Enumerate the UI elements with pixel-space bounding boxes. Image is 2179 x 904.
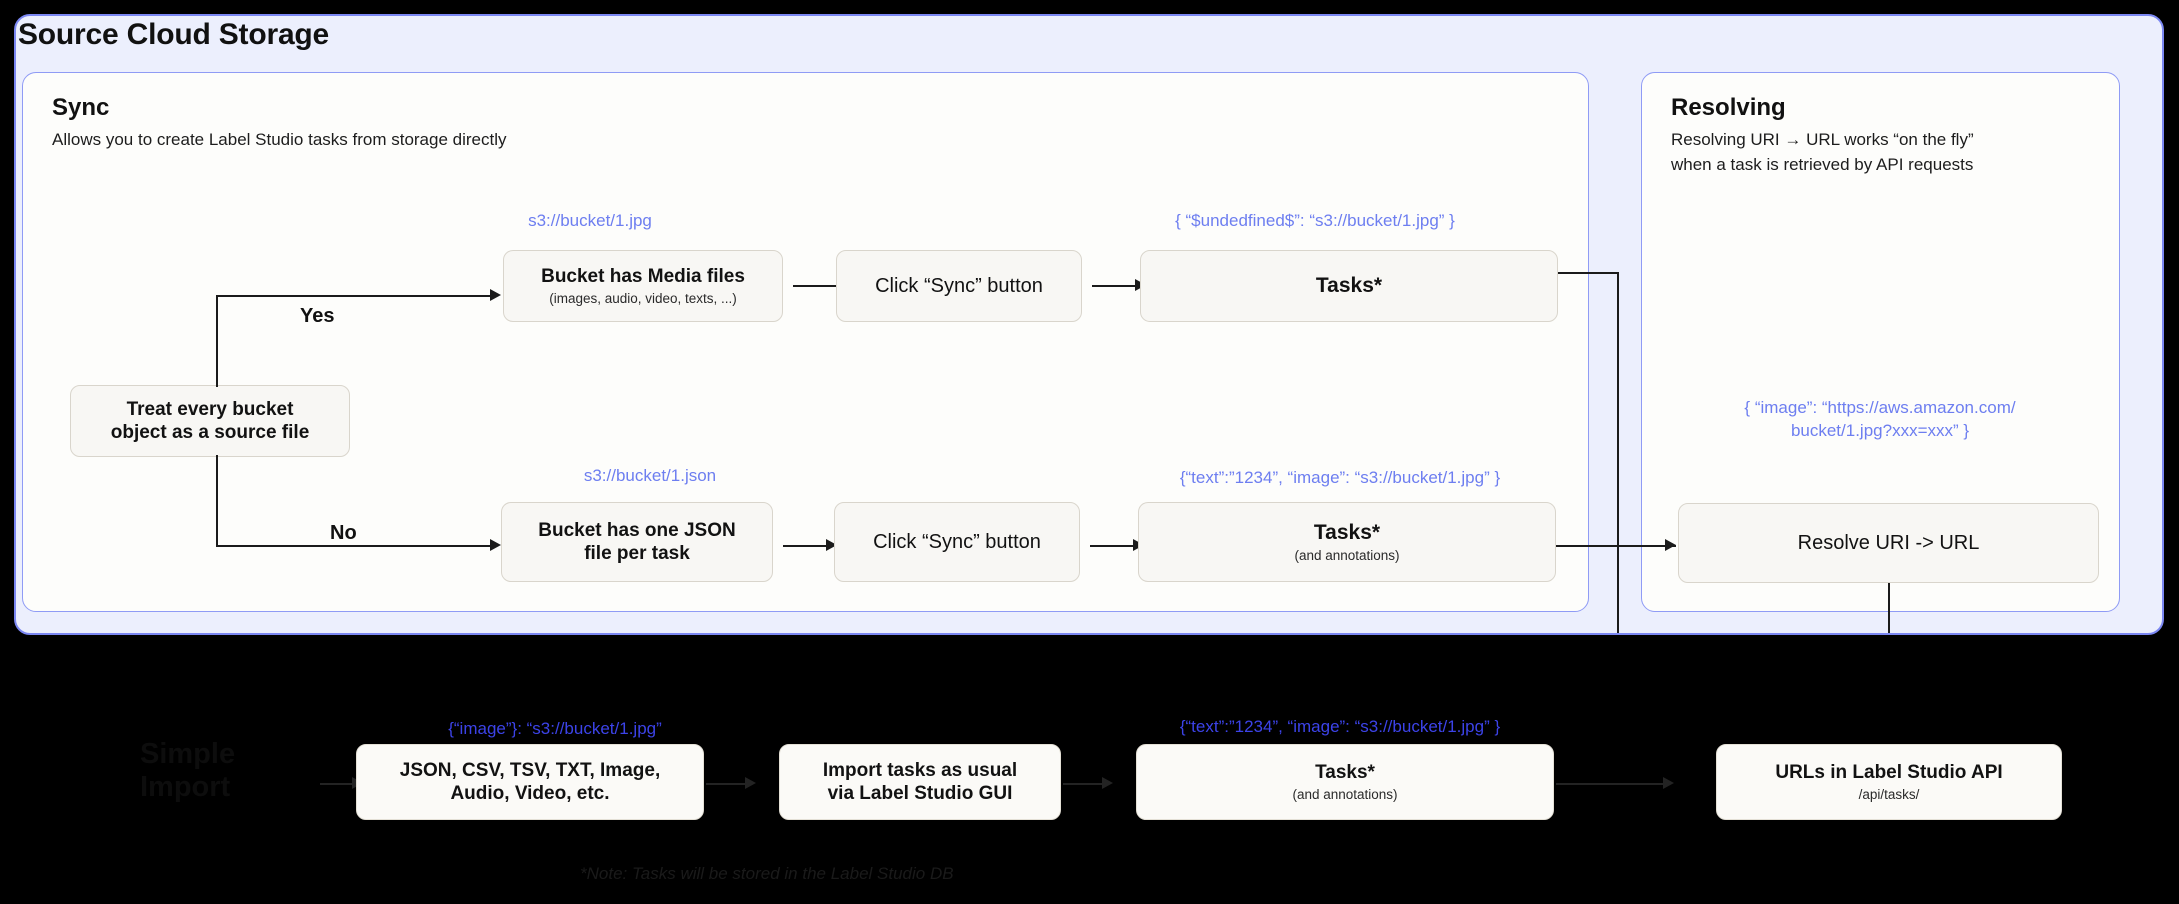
- node-bucket-has-media-files[interactable]: Bucket has Media files (images, audio, v…: [503, 250, 783, 322]
- branch-line-no: [216, 545, 492, 547]
- node-label: Click “Sync” button: [873, 530, 1041, 553]
- node-subtitle: (and annotations): [1292, 786, 1398, 802]
- annotation-image-s3-bucket: {“image”}: “s3://bucket/1.jpg”: [448, 719, 662, 738]
- resolving-subtitle: Resolving URI → URL works “on the fly” w…: [1671, 130, 1974, 174]
- annotation-s3-bucket-json: s3://bucket/1.json: [583, 466, 717, 485]
- annotation-tasks-text-image-sync: {“text”:”1234”, “image”: “s3://bucket/1.…: [1179, 468, 1501, 487]
- annotation-tasks-text-image-import: {“text”:”1234”, “image”: “s3://bucket/1.…: [1179, 717, 1501, 736]
- annotation-resolved-url: { “image”: “https://aws.amazon.com/ buck…: [1744, 398, 2016, 440]
- arrow-head-to-resolve: [1665, 539, 1676, 551]
- simple-import-label: Simple Import: [140, 738, 236, 804]
- annotation-tasks-undefined: { “$undedfined$”: “s3://bucket/1.jpg” }: [1175, 211, 1455, 230]
- node-label: Treat every bucket object as a source fi…: [110, 398, 310, 443]
- node-subtitle: (and annotations): [1294, 548, 1400, 564]
- node-tasks-bottom[interactable]: Tasks* (and annotations): [1138, 502, 1556, 582]
- node-subtitle: (images, audio, video, texts, ...): [549, 290, 737, 306]
- footer-note: *Note: Tasks will be stored in the Label…: [580, 864, 954, 883]
- branch-line-yes: [216, 295, 492, 297]
- branch-arrow-yes: [490, 289, 501, 301]
- node-label: Resolve URI -> URL: [1797, 531, 1980, 554]
- node-tasks-top[interactable]: Tasks*: [1140, 250, 1558, 322]
- sync-card-content: Sync Allows you to create Label Studio t…: [22, 72, 1589, 612]
- arrow-head-formats-to-import: [745, 777, 756, 789]
- sync-title: Sync: [52, 94, 110, 121]
- line-import-to-formats: [320, 783, 356, 785]
- node-label: Bucket has one JSON file per task: [538, 519, 736, 564]
- arrow-line-sync-to-tasks-bottom: [1090, 545, 1136, 547]
- line-tasks-top-down: [1617, 272, 1619, 633]
- line-resolve-down: [1888, 583, 1890, 633]
- panel-title: Source Cloud Storage: [18, 18, 330, 51]
- node-label: Tasks*: [1315, 761, 1375, 783]
- line-tasks-bottom-to-resolve: [1556, 545, 1676, 547]
- node-label: Click “Sync” button: [875, 274, 1043, 297]
- node-urls-in-label-studio-api[interactable]: URLs in Label Studio API /api/tasks/: [1716, 744, 2062, 820]
- node-click-sync-button-bottom[interactable]: Click “Sync” button: [834, 502, 1080, 582]
- arrow-line-json-to-sync: [783, 545, 829, 547]
- line-tasks-to-api: [1556, 783, 1666, 785]
- resolving-card-content: Resolving Resolving URI → URL works “on …: [1641, 72, 2120, 612]
- node-label: Tasks*: [1313, 520, 1381, 544]
- branch-trunk-down: [216, 455, 218, 547]
- arrow-head-import-to-tasks: [1102, 777, 1113, 789]
- node-label: Import tasks as usual via Label Studio G…: [822, 759, 1018, 804]
- node-import-tasks-via-gui[interactable]: Import tasks as usual via Label Studio G…: [779, 744, 1061, 820]
- line-tasks-top-exit: [1558, 272, 1619, 274]
- node-label: Tasks*: [1315, 274, 1383, 298]
- annotation-s3-bucket-jpg: s3://bucket/1.jpg: [528, 211, 652, 230]
- node-click-sync-button-top[interactable]: Click “Sync” button: [836, 250, 1082, 322]
- line-formats-to-import: [706, 783, 748, 785]
- resolving-title: Resolving: [1671, 94, 1786, 121]
- node-title: URLs in Label Studio API: [1775, 761, 2003, 783]
- node-resolve-uri-to-url[interactable]: Resolve URI -> URL: [1678, 503, 2099, 583]
- line-import-to-tasks: [1063, 783, 1105, 785]
- node-treat-every-bucket-object[interactable]: Treat every bucket object as a source fi…: [70, 385, 350, 457]
- node-supported-formats[interactable]: JSON, CSV, TSV, TXT, Image, Audio, Video…: [356, 744, 704, 820]
- node-label: JSON, CSV, TSV, TXT, Image, Audio, Video…: [399, 759, 661, 804]
- arrow-line-sync-to-tasks-top: [1092, 285, 1138, 287]
- node-tasks-import[interactable]: Tasks* (and annotations): [1136, 744, 1554, 820]
- arrow-line-media-to-sync: [793, 285, 839, 287]
- node-subtitle: /api/tasks/: [1858, 786, 1920, 802]
- arrow-head-json-to-sync: [826, 539, 837, 551]
- branch-trunk-up: [216, 295, 218, 387]
- branch-label-no: No: [330, 522, 357, 544]
- branch-label-yes: Yes: [300, 305, 335, 327]
- node-title: Bucket has Media files: [541, 265, 745, 287]
- branch-arrow-no: [490, 539, 501, 551]
- sync-subtitle: Allows you to create Label Studio tasks …: [52, 130, 507, 149]
- arrow-head-tasks-to-api: [1663, 777, 1674, 789]
- node-bucket-has-one-json-file[interactable]: Bucket has one JSON file per task: [501, 502, 773, 582]
